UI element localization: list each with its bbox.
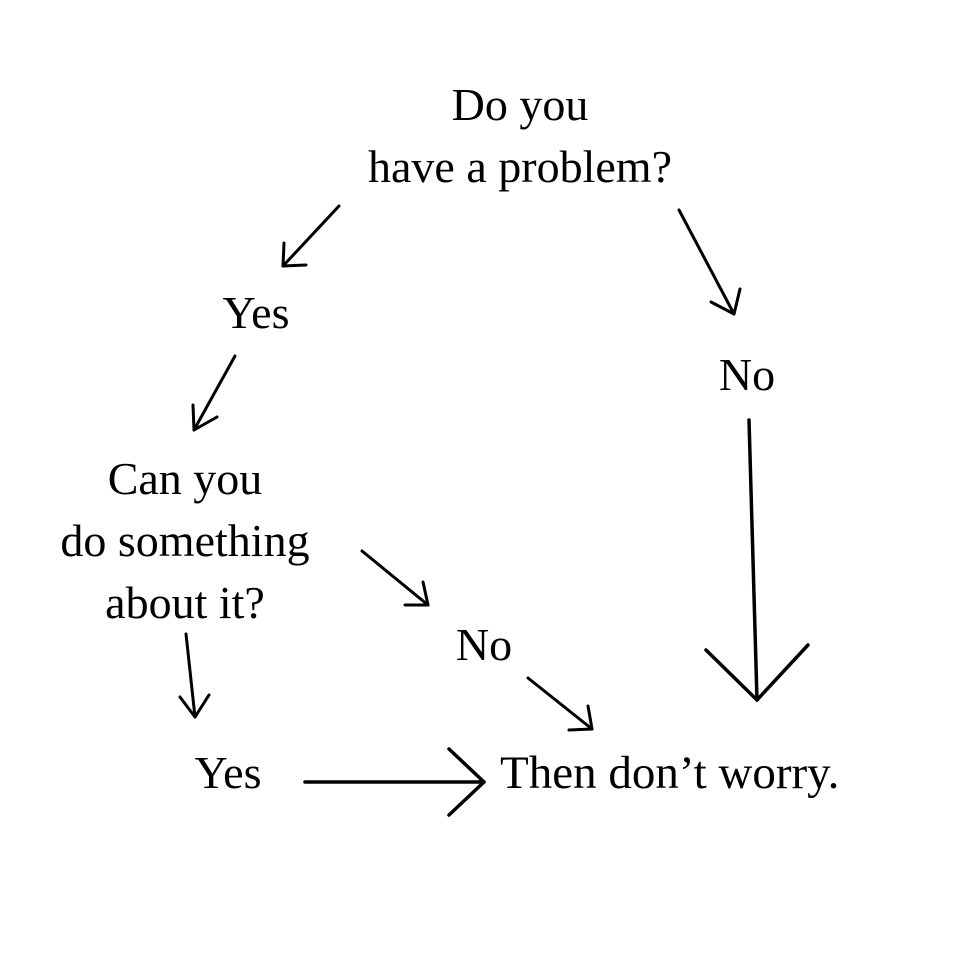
arrow-yes-to-q2 — [191, 354, 237, 432]
arrow-yes2-to-result — [303, 747, 486, 817]
arrow-q2-to-yes — [178, 632, 211, 719]
question-line: Do you — [451, 79, 589, 130]
answer-no-can-do: No — [455, 619, 513, 670]
arrow-q1-to-no — [677, 208, 742, 316]
question-line: Can you — [107, 453, 263, 504]
answer-yes-can-do: Yes — [194, 747, 262, 798]
question-line: do something — [60, 515, 310, 566]
arrow-q1-to-yes — [281, 204, 341, 268]
question-have-a-problem: Do you have a problem? — [300, 74, 740, 198]
answer-yes-problem: Yes — [222, 287, 290, 338]
result-then-dont-worry: Then don’t worry. — [500, 747, 840, 799]
arrow-q2-to-no — [360, 549, 430, 607]
question-can-you-do-something: Can you do something about it? — [10, 448, 360, 634]
question-line: have a problem? — [368, 141, 672, 192]
answer-no-problem: No — [718, 349, 776, 400]
arrow-no-to-result — [704, 418, 810, 702]
question-line: about it? — [105, 577, 265, 628]
arrow-no2-to-result — [526, 676, 594, 732]
